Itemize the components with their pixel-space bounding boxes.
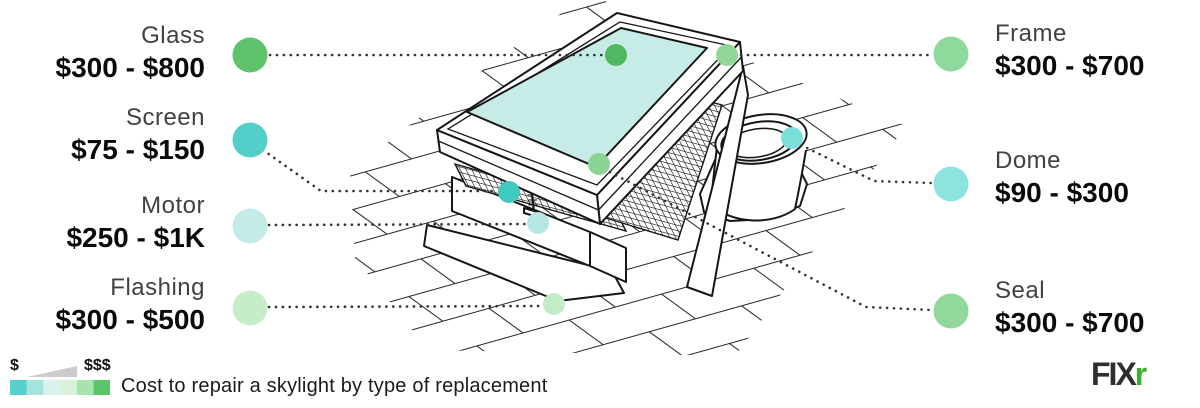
callout-screen-price: $75 - $150 bbox=[71, 134, 205, 165]
callout-screen-label: Screen bbox=[125, 104, 205, 131]
callout-motor-label: Motor bbox=[141, 192, 205, 219]
callout-motor: Motor $250 - $1K bbox=[66, 192, 205, 254]
legend-swatch bbox=[43, 380, 61, 395]
flashing-leader-line bbox=[267, 304, 543, 309]
screen-label-dot bbox=[232, 122, 268, 158]
legend-wedge-icon bbox=[27, 366, 77, 377]
legend-color-scale bbox=[10, 380, 110, 395]
dome-label-dot bbox=[933, 166, 969, 202]
callout-glass: Glass $300 - $800 bbox=[56, 22, 205, 84]
frame-label-dot bbox=[933, 36, 969, 72]
frame-point-dot bbox=[716, 44, 738, 66]
motor-leader-line bbox=[267, 222, 527, 227]
callout-seal-price: $300 - $700 bbox=[995, 307, 1145, 338]
motor-label-dot bbox=[232, 208, 268, 244]
legend-swatch bbox=[93, 380, 110, 395]
fixr-logo-fix: FIX bbox=[1091, 356, 1137, 392]
callout-frame: Frame $300 - $700 bbox=[995, 20, 1144, 82]
leader-lines bbox=[261, 53, 933, 312]
dome-leader-line bbox=[799, 143, 933, 185]
callout-glass-price: $300 - $800 bbox=[55, 52, 205, 83]
flashing-point-dot bbox=[543, 293, 565, 315]
legend-swatch bbox=[26, 380, 44, 395]
fixr-logo: FIXr bbox=[1091, 356, 1148, 393]
seal-label-dot bbox=[933, 293, 969, 329]
legend-swatch bbox=[10, 380, 27, 395]
callout-glass-label: Glass bbox=[141, 22, 205, 49]
screen-leader-line bbox=[261, 148, 497, 193]
glass-label-dot bbox=[232, 37, 268, 73]
callout-seal: Seal $300 - $700 bbox=[995, 277, 1144, 339]
callout-dome-price: $90 - $300 bbox=[995, 177, 1129, 208]
glass-point-dot bbox=[605, 44, 627, 66]
screen-point-dot bbox=[498, 181, 520, 203]
legend-swatch bbox=[76, 380, 94, 395]
callout-flashing-label: Flashing bbox=[110, 274, 205, 301]
legend-high-label: $$$ bbox=[84, 357, 111, 374]
callout-seal-label: Seal bbox=[995, 277, 1046, 304]
callout-dome-label: Dome bbox=[995, 147, 1062, 174]
callout-flashing-price: $300 - $500 bbox=[55, 304, 205, 335]
legend-low-label: $ bbox=[10, 357, 19, 374]
callout-motor-price: $250 - $1K bbox=[66, 222, 205, 253]
motor-point-dot bbox=[527, 212, 549, 234]
fixr-logo-r: r bbox=[1134, 356, 1148, 392]
dome-point-dot bbox=[781, 127, 803, 149]
callout-flashing: Flashing $300 - $500 bbox=[56, 274, 205, 336]
callout-frame-price: $300 - $700 bbox=[995, 50, 1145, 81]
infographic-caption: Cost to repair a skylight by type of rep… bbox=[121, 375, 548, 397]
flashing-label-dot bbox=[232, 290, 268, 326]
seal-leader-line bbox=[608, 170, 933, 312]
callout-frame-label: Frame bbox=[995, 20, 1067, 47]
cost-legend: $ $$$ bbox=[10, 355, 120, 397]
callout-screen: Screen $75 - $150 bbox=[71, 104, 205, 166]
skylight-unit-drawing bbox=[423, 12, 749, 302]
seal-point-dot bbox=[588, 153, 610, 175]
legend-swatch bbox=[60, 380, 77, 395]
callout-dome: Dome $90 - $300 bbox=[995, 147, 1129, 209]
